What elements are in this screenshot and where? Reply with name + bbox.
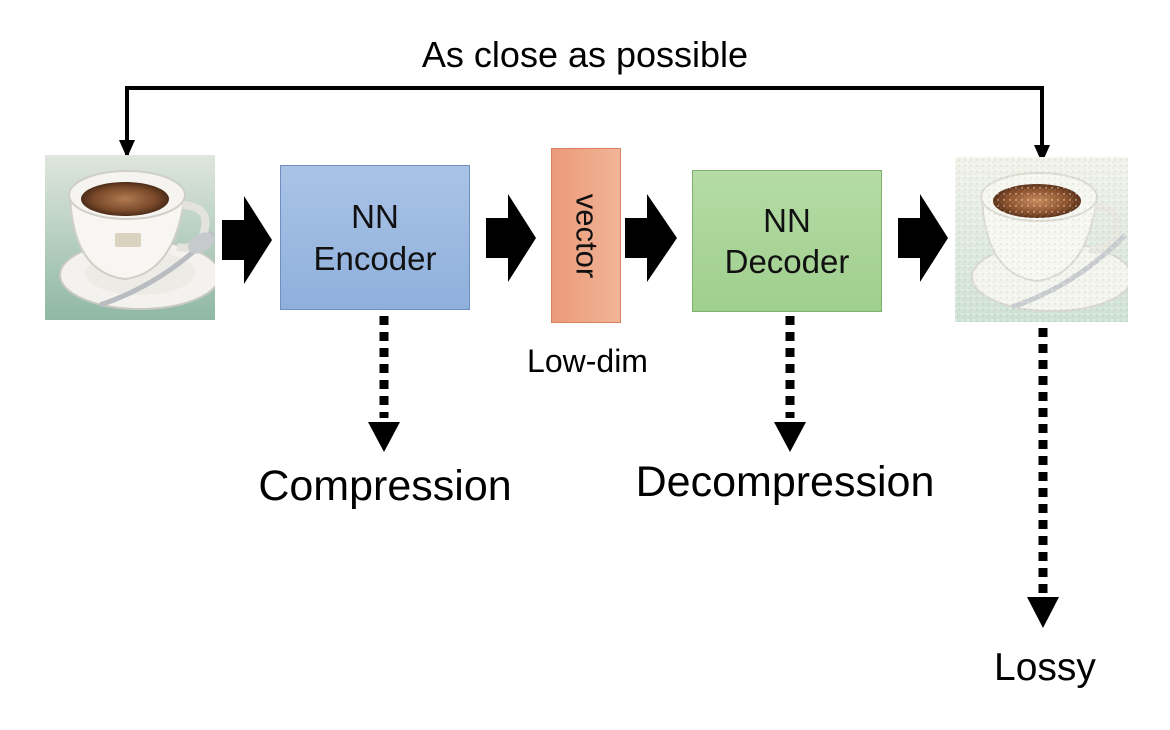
top-bracket-line [125,86,1044,160]
coffee-cup-icon [45,155,215,320]
encoder-box: NN Encoder [280,165,470,310]
coffee-cup-reconstruction-icon [955,157,1128,322]
compression-label: Compression [258,462,512,510]
encoder-label-line2: Encoder [313,239,437,277]
flow-arrow-4 [898,194,948,282]
output-image [955,157,1128,322]
vector-label: vector [569,193,605,278]
encoder-label-line1: NN [351,198,399,236]
input-image [45,155,215,320]
output-dotted-arrowhead [1027,597,1059,628]
decoder-box: NN Decoder [692,170,882,312]
decoder-label-line1: NN [763,201,811,239]
bracket-arrowhead-left [119,140,135,158]
flow-arrow-1 [222,196,272,284]
flow-arrow-2 [486,194,536,282]
encoder-dotted-arrowhead [368,422,400,452]
top-label: As close as possible [421,34,749,75]
bracket-arrowhead-right [1034,145,1050,163]
lossy-label: Lossy [994,646,1096,689]
latent-vector-box: vector [551,148,621,323]
flow-arrow-3 [625,194,677,282]
vector-caption: Low-dim [527,343,648,379]
decoder-dotted-arrowhead [774,422,806,452]
decoder-label-line2: Decoder [724,243,850,280]
decompression-label: Decompression [635,458,935,506]
